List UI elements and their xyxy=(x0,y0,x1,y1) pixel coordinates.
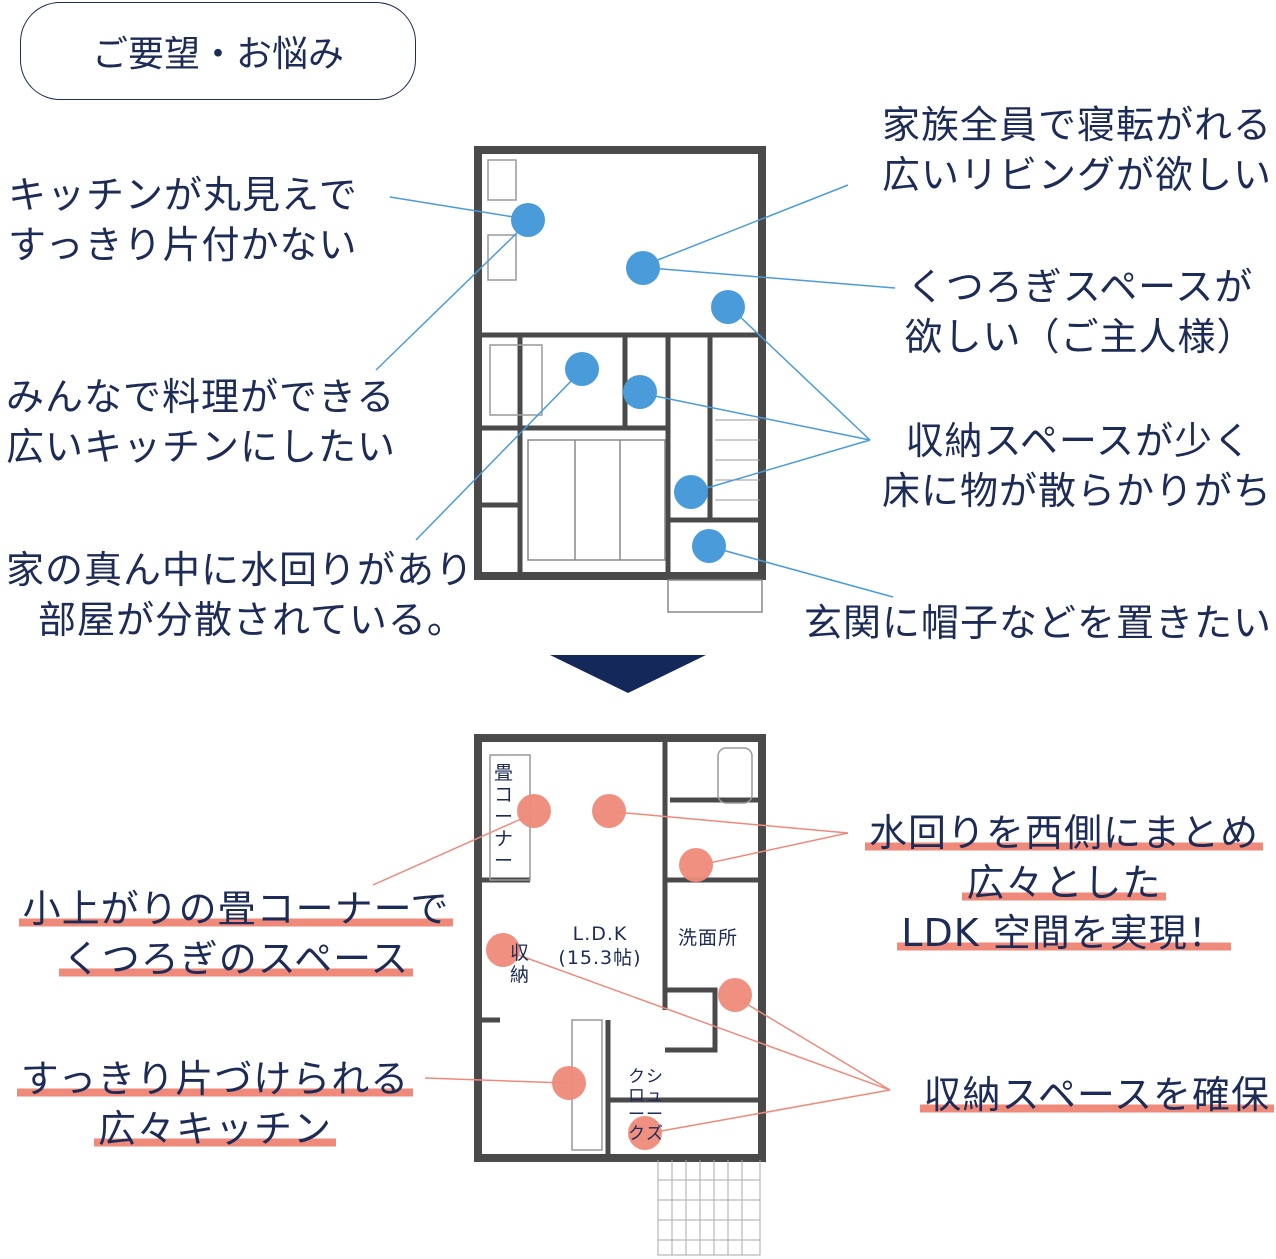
solution-storage: 収納スペースを確保 xyxy=(919,1070,1274,1120)
concern-kitchen-visible: キッチンが丸見えですっきり片付かない xyxy=(8,173,358,267)
solution-kitchen: すっきり片づけられる広々キッチン xyxy=(2,1054,428,1154)
room-storage: 収納 xyxy=(510,942,531,986)
floor-plan-before xyxy=(474,146,766,613)
concern-water-center: 家の真ん中に水回りがあり部屋が分散されている。 xyxy=(6,548,475,642)
room-tatami-corner: 畳コーナー xyxy=(494,762,515,872)
concern-wide-living: 家族全員で寝転がれる広いリビングが欲しい xyxy=(881,103,1272,197)
arrow-down-icon xyxy=(550,655,706,693)
solution-tatami: 小上がりの畳コーナーでくつろぎのスペース xyxy=(2,884,470,984)
room-ldk-size: (15.3帖) xyxy=(558,947,642,969)
room-ldk: L.D.K xyxy=(572,923,628,945)
concern-entrance: 玄関に帽子などを置きたい xyxy=(803,601,1272,645)
markers-before xyxy=(511,203,745,563)
markers-after xyxy=(486,794,752,1150)
section-title-text: ご要望・お悩み xyxy=(91,34,344,75)
room-shoe-cloak-2: クローク xyxy=(628,1067,646,1144)
leader-lines-before xyxy=(375,184,896,598)
concern-storage: 収納スペースが少く床に物が散らかりがち xyxy=(881,419,1272,513)
leader-lines-after xyxy=(372,811,891,1134)
room-washroom: 洗面所 xyxy=(678,927,739,949)
concern-relax-space: くつろぎスペースが欲しい（ご主人様） xyxy=(904,265,1256,359)
section-title: ご要望・お悩み xyxy=(20,2,416,100)
room-shoe-cloak-1: シューズ xyxy=(646,1067,664,1144)
concern-wide-kitchen: みんなで料理ができる広いキッチンにしたい xyxy=(6,375,397,469)
